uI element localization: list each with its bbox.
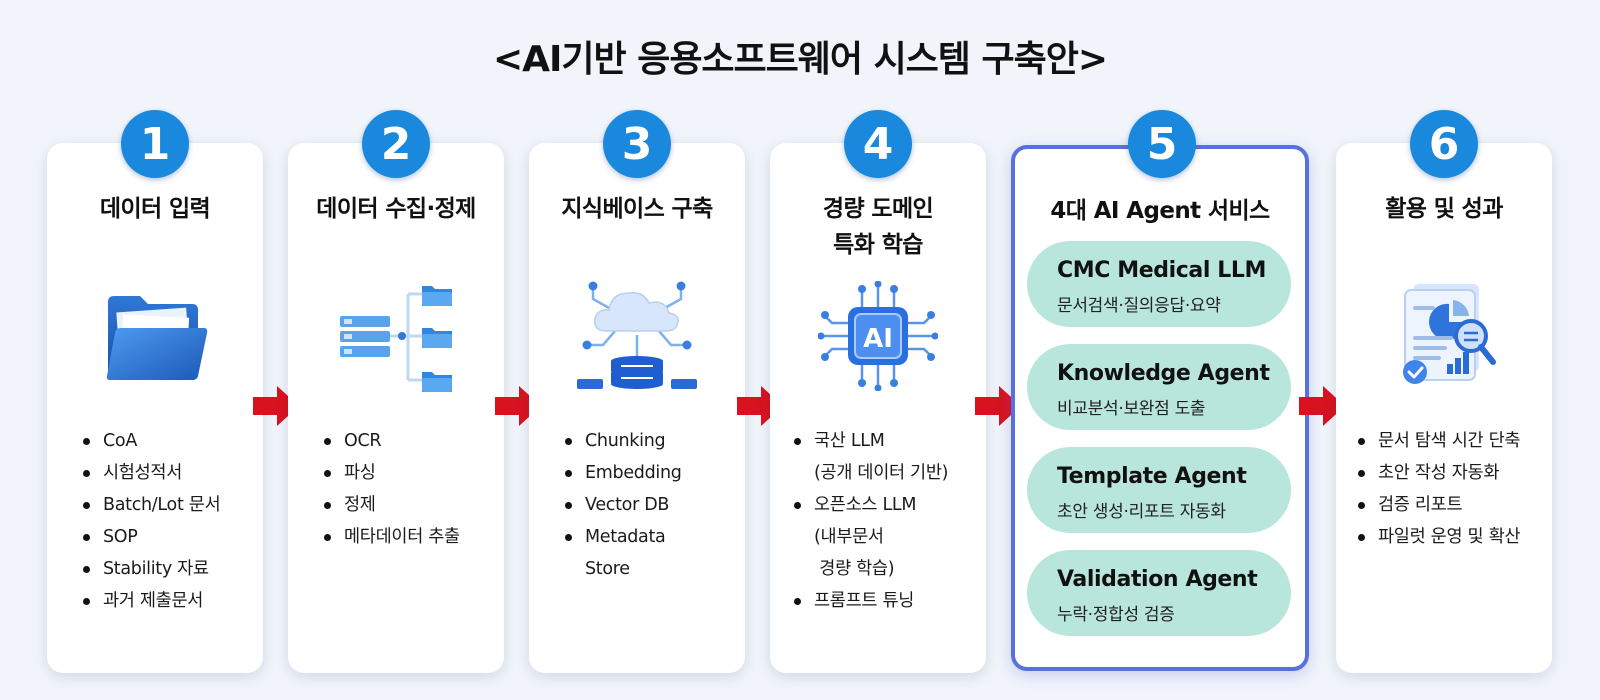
bullet-text: 프롬프트 튜닝 [814, 591, 915, 611]
bullet-item: 파일럿 운영 및 확산 [1358, 521, 1550, 553]
agent-cmc-medical-llm[interactable]: CMC Medical LLM 문서검색·질의응답·요약 [1027, 241, 1291, 327]
agent-knowledge[interactable]: Knowledge Agent 비교분석·보완점 도출 [1027, 344, 1291, 430]
bullet-text: 문서 탐색 시간 단축 [1378, 431, 1521, 451]
bullet-item: 오픈소스 LLM (내부문서 경량 학습) [794, 489, 980, 585]
bullet-item: 초안 작성 자동화 [1358, 457, 1550, 489]
bullet-text: Chunking [585, 431, 666, 451]
step-title-line: 지식베이스 구축 [561, 196, 713, 222]
step-title: 지식베이스 구축 [529, 191, 745, 227]
step-title: 활용 및 성과 [1336, 191, 1552, 227]
step-number-badge: 3 [603, 110, 671, 178]
bullet-text: 검증 리포트 [1378, 495, 1463, 515]
agent-template[interactable]: Template Agent 초안 생성·리포트 자동화 [1027, 447, 1291, 533]
agent-name: Template Agent [1057, 464, 1247, 489]
step-title-line: 경량 도메인 [822, 196, 934, 222]
bullet-text: 초안 작성 자동화 [1378, 463, 1500, 483]
step-number-badge: 4 [844, 110, 912, 178]
bullet-text-continued: Store [585, 559, 630, 579]
page-title: <AI기반 응용소프트웨어 시스템 구축안> [493, 39, 1108, 80]
bullet-item: OCR [324, 425, 498, 457]
bullet-text: 메타데이터 추출 [344, 527, 460, 547]
arrow-right-icon [253, 386, 299, 426]
bullet-item: 문서 탐색 시간 단축 [1358, 425, 1550, 457]
bullet-text-continued: 경량 학습) [814, 559, 895, 579]
bullet-item: 과거 제출문서 [83, 585, 257, 617]
bullet-text: SOP [103, 527, 138, 547]
chip-label: AI [863, 324, 893, 354]
bullet-item: SOP [83, 521, 257, 553]
step-number-badge: 1 [121, 110, 189, 178]
report-analytics-icon [1403, 284, 1496, 384]
step-title-line: 데이터 입력 [99, 196, 211, 222]
ai-chip-icon: AI [818, 281, 938, 391]
bullet-item: Vector DB [565, 489, 739, 521]
step-title-line: 데이터 수집·정제 [316, 196, 476, 222]
arrow-right-icon [1299, 386, 1345, 426]
agent-name: CMC Medical LLM [1057, 258, 1266, 283]
bullet-list: Chunking Embedding Vector DB Metadata St… [565, 425, 739, 585]
bullet-item: Batch/Lot 문서 [83, 489, 257, 521]
step-title-line: 활용 및 성과 [1385, 196, 1503, 222]
bullet-text: OCR [344, 431, 382, 451]
step-number-badge: 5 [1128, 110, 1196, 178]
bullet-text: Embedding [585, 463, 682, 483]
bullet-text: Metadata [585, 527, 666, 547]
bullet-item: Chunking [565, 425, 739, 457]
bullet-item: Metadata Store [565, 521, 739, 585]
server-folders-icon [340, 286, 452, 392]
bullet-item: 프롬프트 튜닝 [794, 585, 980, 617]
bullet-item: 정제 [324, 489, 498, 521]
bullet-text: 과거 제출문서 [103, 591, 204, 611]
bullet-list: 국산 LLM (공개 데이터 기반) 오픈소스 LLM (내부문서 경량 학습)… [794, 425, 980, 617]
bullet-text-continued: (공개 데이터 기반) [814, 463, 949, 483]
bullet-item: 시험성적서 [83, 457, 257, 489]
bullet-text: 파일럿 운영 및 확산 [1378, 527, 1521, 547]
bullet-text: 파싱 [344, 463, 376, 483]
bullet-text: Batch/Lot 문서 [103, 495, 221, 515]
bullet-item: 국산 LLM (공개 데이터 기반) [794, 425, 980, 489]
bullet-item: 파싱 [324, 457, 498, 489]
agent-description: 초안 생성·리포트 자동화 [1057, 502, 1226, 522]
step-card-5: 4대 AI Agent 서비스 CMC Medical LLM 문서검색·질의응… [1011, 145, 1309, 671]
bullet-list: OCR 파싱 정제 메타데이터 추출 [324, 425, 498, 553]
bullet-text-continued: (내부문서 [814, 527, 884, 547]
agent-name: Validation Agent [1057, 567, 1258, 592]
step-card-3: 지식베이스 구축 Chunking Embedding Vector DB Me… [529, 143, 745, 673]
step-title-line: 4대 AI Agent 서비스 [1050, 198, 1270, 224]
step-title: 데이터 수집·정제 [288, 191, 504, 227]
step-title-line: 특화 학습 [833, 232, 923, 258]
agent-name: Knowledge Agent [1057, 361, 1270, 386]
bullet-text: CoA [103, 431, 137, 451]
bullet-item: Embedding [565, 457, 739, 489]
bullet-text: 정제 [344, 495, 376, 515]
bullet-list: CoA 시험성적서 Batch/Lot 문서 SOP Stability 자료 … [83, 425, 257, 617]
folder-icon [106, 296, 208, 380]
bullet-text: Vector DB [585, 495, 670, 515]
cloud-database-icon [577, 281, 697, 389]
step-card-4: 경량 도메인 특화 학습 AI 국산 LLM (공개 데이터 기반) 오픈소스 … [770, 143, 986, 673]
step-card-6: 활용 및 성과 문서 탐색 시간 단축 초안 작성 자동화 검증 리포트 파일럿… [1336, 143, 1552, 673]
bullet-item: 검증 리포트 [1358, 489, 1550, 521]
step-title: 4대 AI Agent 서비스 [1015, 193, 1305, 229]
step-card-2: 데이터 수집·정제 OCR 파싱 정제 메타 [288, 143, 504, 673]
agent-description: 비교분석·보완점 도출 [1057, 399, 1206, 419]
bullet-list: 문서 탐색 시간 단축 초안 작성 자동화 검증 리포트 파일럿 운영 및 확산 [1358, 425, 1550, 553]
bullet-item: Stability 자료 [83, 553, 257, 585]
bullet-text: 국산 LLM [814, 431, 885, 451]
step-title: 데이터 입력 [47, 191, 263, 227]
bullet-text: 시험성적서 [103, 463, 182, 483]
step-card-1: 데이터 입력 CoA 시험성적서 Batch/Lot 문서 SOP Stabil… [47, 143, 263, 673]
agent-validation[interactable]: Validation Agent 누락·정합성 검증 [1027, 550, 1291, 636]
agent-description: 문서검색·질의응답·요약 [1057, 296, 1221, 316]
bullet-text: Stability 자료 [103, 559, 209, 579]
step-number-badge: 2 [362, 110, 430, 178]
arrow-right-icon [975, 386, 1021, 426]
step-title: 경량 도메인 특화 학습 [770, 191, 986, 263]
agent-description: 누락·정합성 검증 [1057, 605, 1175, 625]
bullet-item: 메타데이터 추출 [324, 521, 498, 553]
bullet-text: 오픈소스 LLM [814, 495, 917, 515]
bullet-item: CoA [83, 425, 257, 457]
step-number-badge: 6 [1410, 110, 1478, 178]
